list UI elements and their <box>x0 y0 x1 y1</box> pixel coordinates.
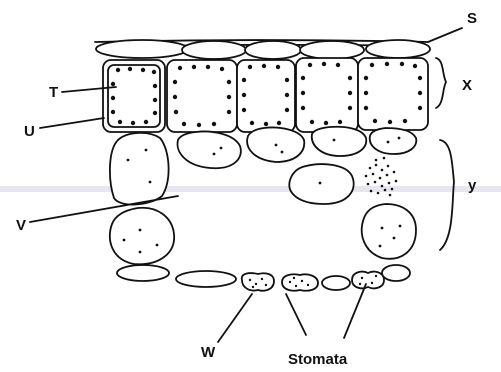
label-u: U <box>24 123 35 140</box>
spongy-cell-mid <box>289 164 353 204</box>
label-stomata: Stomata <box>288 351 348 368</box>
palisade-cell-1-inner <box>108 65 160 127</box>
spongy-cell-right-bottom <box>362 204 416 259</box>
label-v: V <box>16 217 26 234</box>
lower-epidermis <box>117 265 410 291</box>
bracket-y <box>440 140 454 250</box>
scan-band <box>0 186 501 192</box>
bracket-x <box>436 58 446 108</box>
palisade-cell-5 <box>358 58 428 130</box>
palisade-layer <box>103 58 428 132</box>
palisade-cell-2 <box>167 60 237 132</box>
label-x: X <box>462 77 472 94</box>
palisade-cell-4 <box>296 58 358 132</box>
spongy-cell-left-top <box>110 133 169 205</box>
pointer-w <box>218 294 252 342</box>
label-y: y <box>468 177 477 194</box>
spongy-mesophyll <box>110 127 416 264</box>
label-s: S <box>467 10 477 27</box>
spongy-cell-5 <box>370 128 417 154</box>
pointer-s <box>428 28 462 42</box>
label-w: W <box>201 344 216 361</box>
pointer-u <box>40 118 104 128</box>
upper-epidermis <box>96 40 430 59</box>
guard-cell-right <box>352 272 384 289</box>
pointer-stomata-left <box>286 294 306 335</box>
guard-cell-stomata <box>282 274 318 290</box>
spongy-cell-left-bottom <box>110 208 174 264</box>
pointer-stomata-right <box>344 284 366 338</box>
label-t: T <box>49 84 58 101</box>
spongy-cell-2 <box>178 132 241 169</box>
guard-cell-w <box>242 273 274 291</box>
spongy-cell-4 <box>312 127 366 156</box>
